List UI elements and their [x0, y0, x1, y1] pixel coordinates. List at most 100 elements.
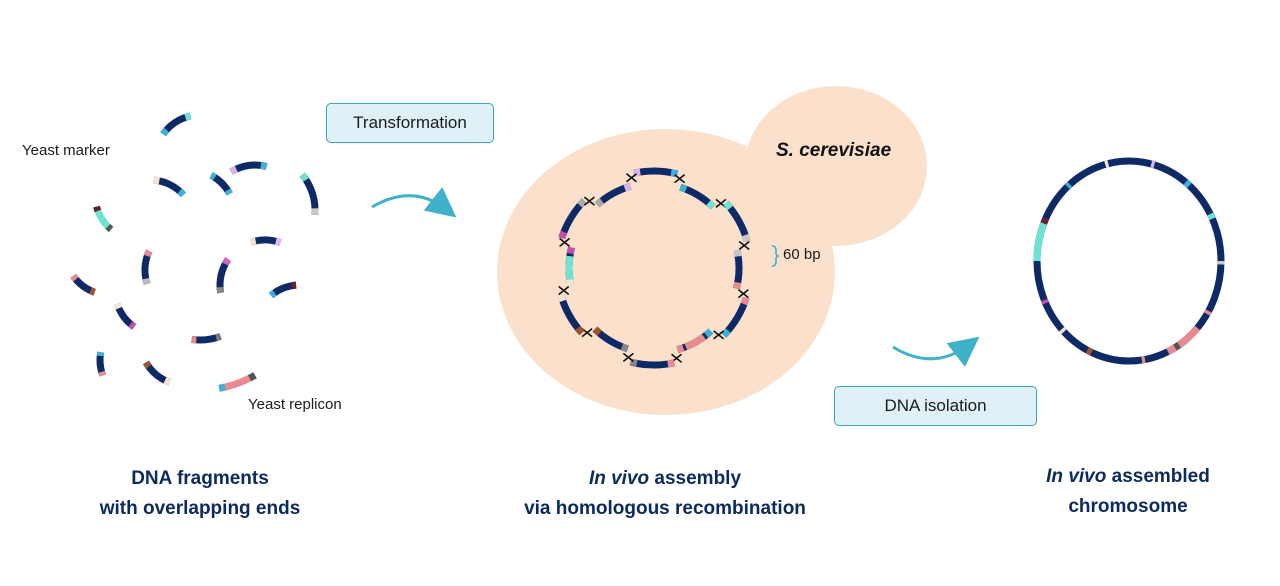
crossover-mark-icon — [581, 327, 593, 338]
crossover-mark-icon — [559, 237, 571, 247]
assembly-ring — [557, 167, 751, 369]
overlap-end — [224, 188, 233, 196]
overlap-end — [143, 249, 153, 258]
overlap-end — [557, 293, 567, 303]
overlap-end — [268, 289, 277, 299]
chromosome-segment — [1059, 326, 1067, 335]
overlap-end — [216, 286, 225, 294]
overlap-end — [706, 200, 716, 210]
bud-cell — [745, 86, 927, 246]
yeast-cell — [497, 86, 927, 415]
crossover-mark-icon — [738, 240, 750, 251]
overlap-end — [128, 321, 137, 330]
curved-arrow-icon — [892, 336, 980, 367]
overlap-end — [566, 279, 575, 287]
overlap-end — [679, 183, 688, 193]
caption-assembly-line2: via homologous recombination — [524, 498, 806, 519]
overlap-end — [721, 328, 731, 338]
chromosome-segment — [1207, 212, 1216, 221]
curved-arrow-icon — [371, 187, 457, 218]
overlap-end — [98, 370, 107, 377]
chromosome-segment — [1150, 160, 1156, 169]
overlap-end — [260, 161, 268, 170]
overlap-end — [566, 246, 575, 255]
overlap-end — [574, 325, 585, 336]
chromosome-segment — [1065, 181, 1073, 190]
overlap-end — [177, 188, 187, 198]
overlap-end — [142, 277, 151, 285]
caption-chromosome-line1: In vivo assembled — [1018, 462, 1238, 492]
overlap-end — [222, 257, 232, 266]
caption-fragments: DNA fragments with overlapping ends — [60, 464, 340, 524]
caption-chromosome-line2: chromosome — [1068, 496, 1188, 517]
chromosome-segment — [1141, 356, 1146, 364]
overlap-end — [215, 333, 222, 342]
overlap-end — [142, 360, 152, 369]
overlap-end — [667, 359, 675, 368]
chromosome-segment — [1183, 179, 1192, 189]
dna-insert-segment — [684, 333, 707, 351]
chromosome-segment — [1173, 341, 1182, 351]
overlap-end — [623, 182, 632, 192]
chromosome-segment — [1085, 347, 1094, 356]
overlap-end — [93, 205, 102, 213]
overlap-end — [105, 224, 114, 233]
caption-fragments-line1: DNA fragments — [131, 468, 269, 489]
dna-insert-segment — [565, 255, 574, 281]
overlap-length-label: 60 bp — [783, 246, 821, 263]
overlap-bracket — [771, 245, 780, 267]
overlap-end — [89, 287, 96, 296]
crossover-mark-icon — [622, 352, 634, 363]
overlap-end — [70, 273, 79, 282]
overlap-end — [594, 198, 605, 208]
overlap-end — [163, 377, 171, 386]
chromosome-segment — [1166, 325, 1201, 355]
overlap-end — [209, 172, 217, 181]
chromosome-segment — [1033, 217, 1049, 262]
overlap-end — [620, 343, 629, 353]
caption-chromosome: In vivo assembled chromosome — [1018, 462, 1238, 522]
overlap-end — [113, 302, 123, 310]
overlap-end — [733, 249, 742, 257]
caption-chromosome-italic: In vivo — [1046, 466, 1107, 487]
overlap-end — [274, 237, 282, 247]
overlap-end — [299, 172, 309, 182]
assembled-chromosome — [1033, 157, 1225, 365]
chromosome-segment — [1104, 160, 1110, 168]
dna-fragments — [70, 112, 319, 392]
crossover-mark-icon — [713, 330, 725, 340]
overlap-end — [218, 383, 226, 392]
overlap-end — [741, 233, 751, 243]
caption-assembly-rest: assembly — [649, 468, 742, 489]
caption-chromosome-rest: assembled — [1106, 466, 1210, 487]
species-label: S. cerevisiae — [776, 140, 892, 161]
overlap-end — [153, 176, 160, 185]
crossover-mark-icon — [674, 173, 686, 184]
crossover-mark-icon — [737, 289, 749, 299]
overlap-end — [577, 198, 587, 208]
overlap-end — [733, 281, 742, 290]
overlap-end — [629, 358, 638, 367]
overlap-end — [160, 127, 170, 137]
chromosome-segment — [1203, 309, 1212, 316]
overlap-end — [740, 296, 750, 306]
crossover-mark-icon — [558, 285, 570, 296]
caption-assembly-line1: In vivo assembly — [490, 464, 840, 494]
overlap-end — [723, 200, 734, 211]
crossover-mark-icon — [583, 196, 595, 206]
caption-assembly-italic: In vivo — [588, 468, 650, 489]
caption-assembly: In vivo assembly via homologous recombin… — [490, 464, 840, 524]
overlap-end — [633, 168, 641, 177]
overlap-end — [703, 328, 714, 338]
transformation-box: Transformation — [326, 103, 494, 143]
overlap-end — [592, 326, 602, 336]
overlap-end — [676, 344, 685, 354]
yeast-replicon-label: Yeast replicon — [248, 396, 342, 413]
crossover-mark-icon — [626, 173, 638, 183]
chromosome-segment — [1040, 217, 1049, 225]
yeast-marker-label: Yeast marker — [22, 142, 110, 159]
overlap-end — [229, 165, 238, 175]
chromosome-segment — [1041, 298, 1049, 305]
overlap-end — [670, 169, 679, 178]
